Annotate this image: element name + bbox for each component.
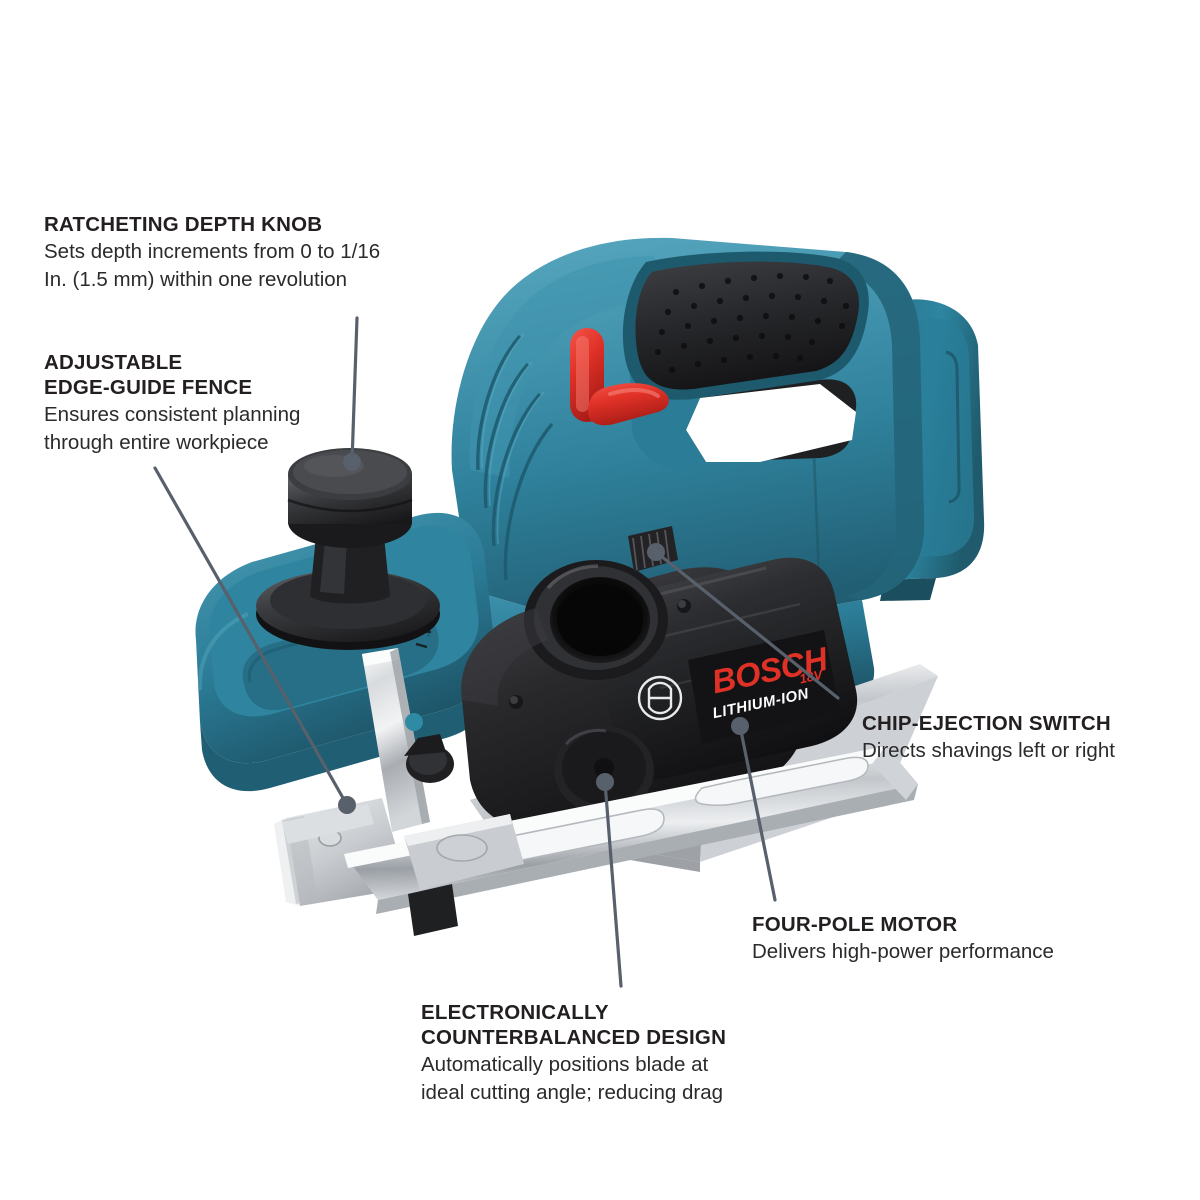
- callout-body: Ensures consistent planning through enti…: [44, 403, 301, 455]
- callout-body: Directs shavings left or right: [862, 739, 1115, 762]
- callout-title: ELECTRONICALLY COUNTERBALANCED DESIGN: [421, 1001, 727, 1049]
- grip-texture: [654, 272, 850, 374]
- callout-title: RATCHETING DEPTH KNOB: [44, 213, 323, 236]
- counterbalance-drum-cap: [554, 726, 654, 814]
- trigger-switch: [588, 383, 669, 426]
- handle-opening: [686, 384, 856, 462]
- callout-chip-ejection-switch: CHIP-EJECTION SWITCH Directs shavings le…: [862, 711, 1192, 765]
- fence-lock-knob: [404, 713, 454, 783]
- callout-body: Delivers high-power performance: [752, 940, 1054, 963]
- callout-four-pole-motor: FOUR-POLE MOTOR Delivers high-power perf…: [752, 912, 1112, 966]
- callout-electronically-counterbalanced-design: ELECTRONICALLY COUNTERBALANCED DESIGN Au…: [421, 1000, 791, 1108]
- front-grip-ribs: [476, 334, 554, 581]
- callout-body: Automatically positions blade at ideal c…: [421, 1053, 724, 1105]
- callout-adjustable-edge-guide-fence: ADJUSTABLE EDGE-GUIDE FENCE Ensures cons…: [44, 350, 374, 458]
- callout-title: CHIP-EJECTION SWITCH: [862, 712, 1111, 735]
- callout-body: Sets depth increments from 0 to 1/16 In.…: [44, 240, 381, 292]
- callout-ratcheting-depth-knob: RATCHETING DEPTH KNOB Sets depth increme…: [44, 212, 464, 295]
- callout-title: FOUR-POLE MOTOR: [752, 913, 958, 936]
- chip-ejection-port: [524, 560, 668, 680]
- callout-title: ADJUSTABLE EDGE-GUIDE FENCE: [44, 351, 253, 399]
